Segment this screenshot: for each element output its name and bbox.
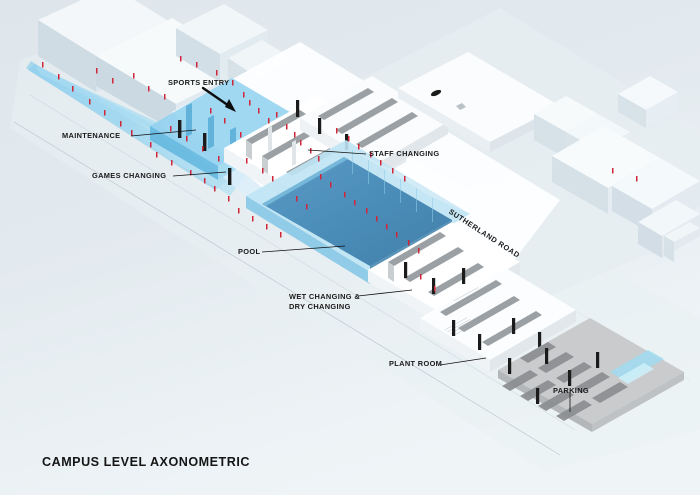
plant-room-block	[420, 268, 576, 372]
label-games-changing: GAMES CHANGING	[92, 171, 167, 180]
leader-plant-room	[439, 357, 487, 366]
page-title: CAMPUS LEVEL AXONOMETRIC	[42, 455, 250, 469]
context-buildings-east	[398, 52, 700, 262]
leader-wet-dry	[357, 289, 413, 297]
leader-staff-changing	[307, 149, 367, 155]
sports-entry-arrow	[201, 86, 236, 112]
pool-hall	[246, 140, 470, 284]
label-staff-changing: STAFF CHANGING	[369, 149, 440, 158]
label-sports-entry: SPORTS ENTRY	[168, 78, 230, 87]
people-figures	[42, 56, 638, 292]
leader-games-changing	[172, 171, 227, 177]
parking-lot	[498, 318, 684, 432]
leader-pool	[261, 245, 346, 253]
label-plant-room: PLANT ROOM	[389, 359, 443, 368]
pool-hall-glazing	[352, 150, 433, 222]
label-pool: POOL	[238, 247, 261, 256]
label-maintenance: MAINTENANCE	[62, 131, 121, 140]
main-building-spine	[150, 42, 576, 372]
leader-maintenance	[130, 129, 197, 137]
label-parking: PARKING	[553, 386, 589, 395]
label-leader-lines	[130, 129, 571, 412]
label-wet-dry-changing: WET CHANGING & DRY CHANGING	[289, 292, 361, 311]
